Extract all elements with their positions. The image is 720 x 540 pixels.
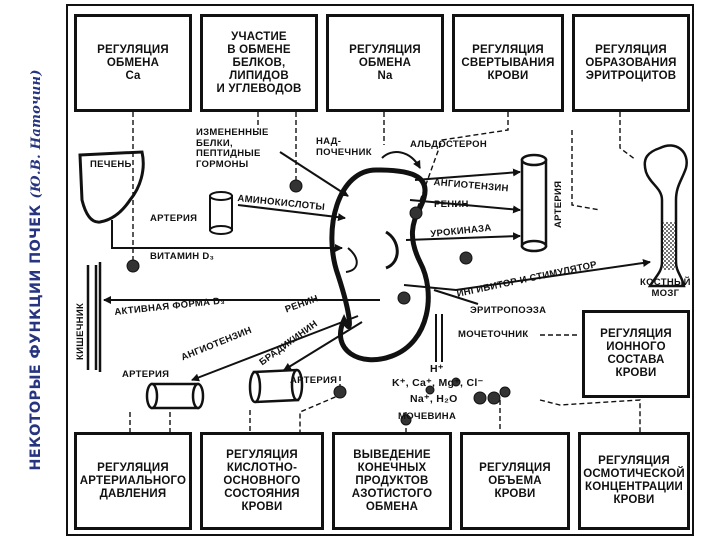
box-blood-volume: РЕГУЛЯЦИЯ ОБЪЕМА КРОВИ: [460, 432, 570, 530]
label-intestine: КИШЕЧНИК: [75, 302, 86, 360]
label-artery-bottom-left: АРТЕРИЯ: [122, 369, 170, 380]
label-aldosterone: АЛЬДОСТЕРОН: [410, 139, 488, 150]
box-metabolism-participation: УЧАСТИЕ В ОБМЕНЕ БЕЛКОВ, ЛИПИДОВ И УГЛЕВ…: [200, 14, 318, 112]
box-acid-base: РЕГУЛЯЦИЯ КИСЛОТНО- ОСНОВНОГО СОСТОЯНИЯ …: [200, 432, 324, 530]
box-coagulation-regulation: РЕГУЛЯЦИЯ СВЕРТЫВАНИЯ КРОВИ: [452, 14, 564, 112]
arrows: [103, 151, 651, 382]
label-erythropoiesis: ЭРИТРОПОЭЗА: [470, 305, 547, 316]
box-nitrogen-excretion: ВЫВЕДЕНИЕ КОНЕЧНЫХ ПРОДУКТОВ АЗОТИСТОГО …: [332, 432, 452, 530]
label-ions: K⁺, Ca⁺, Mg⁺, Cl⁻: [392, 377, 484, 389]
artery-cylinder-bottom-mid: [248, 368, 304, 404]
label-na-water: Na⁺, H₂O: [410, 393, 458, 405]
box-calcium-regulation: РЕГУЛЯЦИЯ ОБМЕНА Ca: [74, 14, 192, 112]
label-changed-proteins: ИЗМЕНЕННЫЕ БЕЛКИ, ПЕПТИДНЫЕ ГОРМОНЫ: [196, 127, 269, 170]
artery-cylinder-left-top: [209, 191, 233, 235]
kidney-hilum: [385, 230, 399, 270]
box-erythrocyte-regulation: РЕГУЛЯЦИЯ ОБРАЗОВАНИЯ ЭРИТРОЦИТОВ: [572, 14, 690, 112]
bone-shape: [643, 144, 688, 288]
artery-cylinder-right: [520, 153, 548, 253]
artery-cylinder-bottom-left: [145, 382, 205, 410]
box-ion-composition: РЕГУЛЯЦИЯ ИОННОГО СОСТАВА КРОВИ: [582, 310, 690, 398]
diagram-frame: [66, 4, 694, 536]
label-ureter: МОЧЕТОЧНИК: [458, 329, 529, 340]
bone-marrow-hatch: [663, 222, 675, 270]
label-artery-left: АРТЕРИЯ: [150, 213, 198, 224]
liver-shape: [78, 150, 145, 224]
label-liver: ПЕЧЕНЬ: [90, 159, 132, 170]
box-sodium-regulation: РЕГУЛЯЦИЯ ОБМЕНА Na: [326, 14, 444, 112]
label-artery-right: АРТЕРИЯ: [553, 180, 564, 228]
label-artery-bottom-mid: АРТЕРИЯ: [290, 375, 338, 386]
label-bone-marrow: КОСТНЫЙ МОЗГ: [640, 277, 691, 299]
ureter: [435, 314, 443, 362]
label-adrenal: НАД- ПОЧЕЧНИК: [316, 136, 372, 158]
marker-dots: [126, 179, 511, 426]
box-osmotic-concentration: РЕГУЛЯЦИЯ ОСМОТИЧЕСКОЙ КОНЦЕНТРАЦИИ КРОВ…: [578, 432, 690, 530]
box-blood-pressure: РЕГУЛЯЦИЯ АРТЕРИАЛЬНОГО ДАВЛЕНИЯ: [74, 432, 192, 530]
label-h-ion: H⁺: [430, 363, 444, 375]
label-renin-top: РЕНИН: [434, 199, 469, 210]
intestine-shape: [86, 262, 102, 372]
label-vitamin-d: ВИТАМИН D₃: [150, 251, 215, 262]
label-urea: МОЧЕВИНА: [398, 411, 457, 422]
